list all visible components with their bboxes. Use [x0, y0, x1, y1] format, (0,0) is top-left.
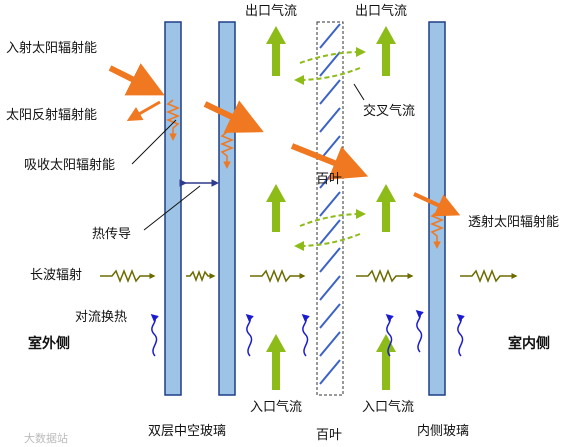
label-outlet-left: 出口气流: [245, 4, 298, 19]
label-blinds-bottom: 百叶: [316, 428, 343, 443]
label-outdoor: 室外侧: [28, 336, 70, 352]
label-absorbed-solar: 吸收太阳辐射能: [24, 158, 116, 173]
leader-lines: [131, 83, 365, 231]
airflow-arrows: [266, 26, 396, 390]
inlet-arrow-left: [266, 334, 286, 390]
solar-rays: [108, 63, 461, 249]
absorbed-zigzag-2: [219, 131, 235, 169]
mid-arrow-right: [376, 184, 396, 232]
label-inlet-left: 入口气流: [250, 400, 303, 415]
label-outlet-right: 出口气流: [355, 4, 408, 19]
longwave-radiation: [100, 268, 518, 284]
label-reflected-solar: 太阳反射辐射能: [6, 108, 98, 123]
label-inner-glass: 内侧玻璃: [417, 424, 470, 439]
label-inlet-right: 入口气流: [362, 400, 415, 415]
label-heat-conduction: 热传导: [92, 227, 132, 242]
label-transmitted-solar: 透射太阳辐射能: [468, 215, 560, 230]
outlet-arrow-left: [266, 26, 286, 76]
watermark: 大数据站: [24, 432, 68, 445]
cross-flow: [294, 47, 366, 251]
outer-glass-pane-2: [218, 21, 236, 396]
outer-glass-pane-1: [164, 21, 182, 396]
convection: [150, 310, 465, 357]
label-indoor: 室内侧: [508, 336, 550, 352]
inlet-arrow-right: [376, 334, 396, 390]
label-incident-solar: 入射太阳辐射能: [6, 41, 98, 56]
blinds: [316, 21, 344, 396]
label-cross-flow: 交叉气流: [363, 104, 416, 119]
label-longwave: 长波辐射: [30, 268, 83, 283]
reflected-solar-arrow: [126, 100, 161, 121]
transmitted-ray-1: [203, 100, 264, 133]
incident-solar-arrow: [108, 63, 165, 96]
absorbed-zigzag-1: [165, 99, 181, 141]
transmitted-ray-3: [413, 192, 461, 217]
mid-arrow-left: [266, 184, 286, 232]
label-convection: 对流换热: [75, 310, 128, 325]
transmitted-ray-2: [290, 143, 369, 180]
label-blinds-top: 百叶: [316, 172, 343, 187]
outlet-arrow-right: [376, 26, 396, 76]
absorbed-zigzag-3: [429, 211, 445, 249]
label-double-glazing: 双层中空玻璃: [148, 424, 227, 439]
